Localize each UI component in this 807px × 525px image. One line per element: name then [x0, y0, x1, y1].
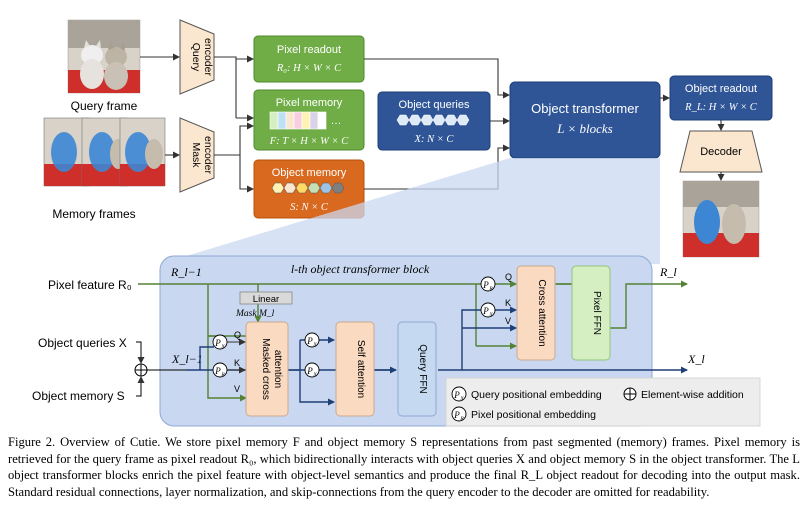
object-queries-input-label: Object queries X [38, 336, 127, 350]
query-pe-icon-q1: P X [212, 334, 228, 350]
object-queries-title: Object queries [399, 99, 470, 111]
mask-encoder: Mask encoder [179, 117, 215, 193]
svg-text:Masked cross: Masked cross [260, 338, 271, 400]
legend-addition-icon [623, 387, 637, 401]
r-output-symbol: R_l [659, 265, 677, 279]
query-pe-icon-k2: P X [304, 362, 320, 378]
legend-pixel-pe-label: Pixel positional embedding [471, 409, 596, 421]
legend-addition-label: Element-wise addition [641, 389, 744, 401]
svg-text:K: K [505, 298, 511, 308]
object-memory-input-label: Object memory S [32, 389, 125, 403]
query-ffn-box: Query FFN [397, 321, 437, 417]
svg-text:Mask: Mask [190, 142, 202, 168]
block-expansion-shape [160, 158, 660, 264]
svg-text:X: X [312, 342, 317, 348]
object-readout-box: Object readout R_L: H × W × C [669, 75, 773, 121]
object-readout-formula: R_L: H × W × C [684, 102, 758, 113]
svg-text:X: X [459, 396, 464, 402]
object-readout-title: Object readout [685, 83, 757, 95]
svg-text:V: V [505, 316, 511, 326]
self-attention-box: Self attention [335, 321, 375, 417]
object-memory-box: Object memory S: N × C [253, 159, 365, 219]
svg-text:Query FFN: Query FFN [417, 344, 428, 393]
pixel-pe-icon-q3: P R [480, 276, 496, 292]
query-frame-label: Query frame [71, 99, 138, 113]
svg-text:V: V [234, 384, 240, 394]
svg-text:R: R [220, 372, 225, 378]
query-encoder: Query encoder [179, 19, 215, 95]
legend-query-pe-label: Query positional embedding [471, 389, 602, 401]
legend-query-pe-icon: P X [451, 386, 467, 402]
svg-text:P: P [482, 280, 489, 290]
svg-text:attention: attention [272, 350, 283, 388]
pixel-readout-title: Pixel readout [277, 44, 341, 56]
legend-box: P X Query positional embedding P R Pixel… [445, 377, 761, 427]
query-pe-icon-k3: P X [480, 302, 496, 318]
block-title: l-th object transformer block [291, 262, 430, 276]
element-wise-addition-icon [134, 363, 148, 377]
linear-label: Linear [253, 294, 279, 305]
cross-attention-box: Cross attention [516, 265, 556, 361]
figure-caption: Figure 2. Overview of Cutie. We store pi… [8, 435, 800, 499]
cutie-overview-diagram: Query frame Memory frames Query encoder … [32, 19, 773, 427]
query-pe-icon-q2: P X [304, 332, 320, 348]
masked-cross-attention-box: Masked cross attention [245, 321, 289, 417]
memory-frames-image [43, 117, 166, 187]
svg-text:Q: Q [234, 330, 241, 340]
pixel-pe-icon-k1: P R [212, 362, 228, 378]
svg-text:…: … [331, 115, 342, 127]
decoder-box: Decoder [679, 130, 763, 173]
object-queries-box: Object queries X: N × C [377, 91, 491, 151]
object-queries-formula: X: N × C [414, 134, 455, 145]
legend-pixel-pe-icon: P R [451, 406, 467, 422]
x-input-symbol: X_l−1 [171, 352, 203, 366]
object-transformer-title: Object transformer [531, 101, 639, 116]
decoder-label: Decoder [700, 146, 742, 158]
svg-text:P: P [482, 306, 489, 316]
svg-text:Query: Query [190, 43, 202, 72]
svg-text:P: P [306, 366, 313, 376]
object-memory-title: Object memory [272, 167, 347, 179]
object-queries-tokens-icon [396, 114, 470, 126]
svg-text:Q: Q [505, 272, 512, 282]
svg-text:K: K [234, 358, 240, 368]
svg-text:P: P [214, 338, 221, 348]
svg-text:R: R [488, 286, 493, 292]
svg-text:encoder: encoder [202, 38, 214, 76]
svg-text:X: X [488, 312, 493, 318]
pixel-memory-formula: F: T × H × W × C [269, 136, 350, 147]
linear-box: Linear [239, 291, 293, 305]
object-transformer-subtitle: L × blocks [556, 121, 612, 136]
pixel-feature-label: Pixel feature R₀ [48, 278, 132, 292]
svg-text:R: R [459, 416, 464, 422]
svg-text:Cross attention: Cross attention [536, 279, 547, 346]
svg-text:Pixel FFN: Pixel FFN [591, 291, 602, 335]
svg-text:P: P [453, 410, 460, 420]
svg-text:P: P [214, 366, 221, 376]
pixel-memory-tensor-icon [269, 111, 327, 130]
x-output-symbol: X_l [687, 352, 705, 366]
memory-frames-label: Memory frames [52, 207, 135, 221]
pixel-memory-title: Pixel memory [276, 97, 343, 109]
svg-text:X: X [312, 372, 317, 378]
query-frame-image [67, 19, 141, 94]
svg-text:Self attention: Self attention [355, 340, 366, 398]
pixel-ffn-box: Pixel FFN [571, 265, 611, 361]
pixel-feature-path [138, 280, 688, 402]
pixel-readout-box: Pixel readout R₀: H × W × C [253, 35, 365, 83]
addition-inputs [136, 341, 186, 397]
svg-text:P: P [306, 336, 313, 346]
object-transformer-box: Object transformer L × blocks [509, 81, 661, 159]
svg-text:P: P [453, 390, 460, 400]
svg-text:X: X [220, 344, 225, 350]
object-memory-tokens-icon [271, 182, 345, 194]
svg-text:encoder: encoder [202, 136, 214, 174]
output-mask-image [682, 180, 760, 258]
pixel-readout-formula: R₀: H × W × C [276, 63, 342, 74]
r-input-symbol: R_l−1 [170, 265, 202, 279]
object-memory-formula: S: N × C [290, 202, 329, 213]
mask-label: Mask M_l [235, 309, 275, 319]
pixel-memory-box: Pixel memory … F: T × H × W × C [253, 89, 365, 151]
